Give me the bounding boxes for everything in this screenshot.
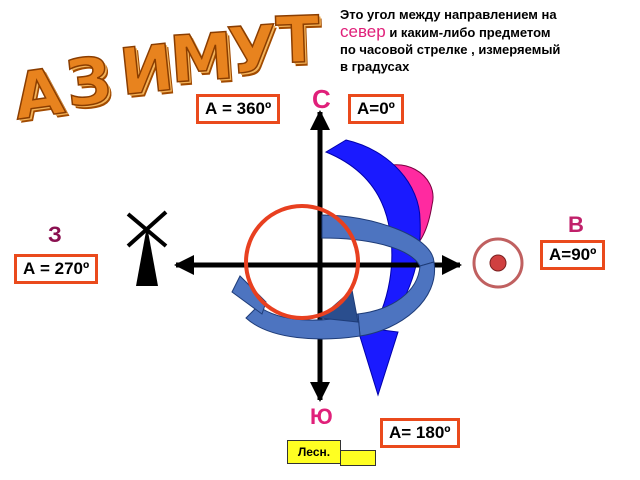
south-label: Ю <box>310 404 333 429</box>
definition-line-1: Это угол между направлением на <box>340 7 557 22</box>
west-label: З <box>48 222 62 247</box>
definition-line-2: север и каким-либо предметом <box>340 23 636 41</box>
definition-line-3: по часовой стрелке , измеряемый <box>340 42 561 57</box>
blue-curved-arrow <box>324 139 421 397</box>
azimuth-definition: Это угол между направлением на север и к… <box>340 6 636 75</box>
azimuth-90-label: А=90º <box>540 240 606 270</box>
footer-tag-extension <box>340 450 376 466</box>
east-label: В <box>568 212 584 237</box>
footer-tag: Лесн. <box>287 440 341 464</box>
azimuth-360-label: А = 360º <box>196 94 281 124</box>
azimuth-0-label: А=0º <box>348 94 404 124</box>
definition-line-4: в градусах <box>340 59 410 74</box>
highlight-circle <box>244 204 360 320</box>
definition-line-2-rest: и каким-либо предметом <box>385 25 551 40</box>
definition-highlight-north: север <box>340 22 386 41</box>
target-object-icon <box>472 237 524 289</box>
windmill-icon <box>126 210 168 286</box>
north-label: С <box>312 84 331 114</box>
azimuth-270-label: А = 270º <box>14 254 99 284</box>
azimuth-180-label: А= 180º <box>380 418 460 448</box>
